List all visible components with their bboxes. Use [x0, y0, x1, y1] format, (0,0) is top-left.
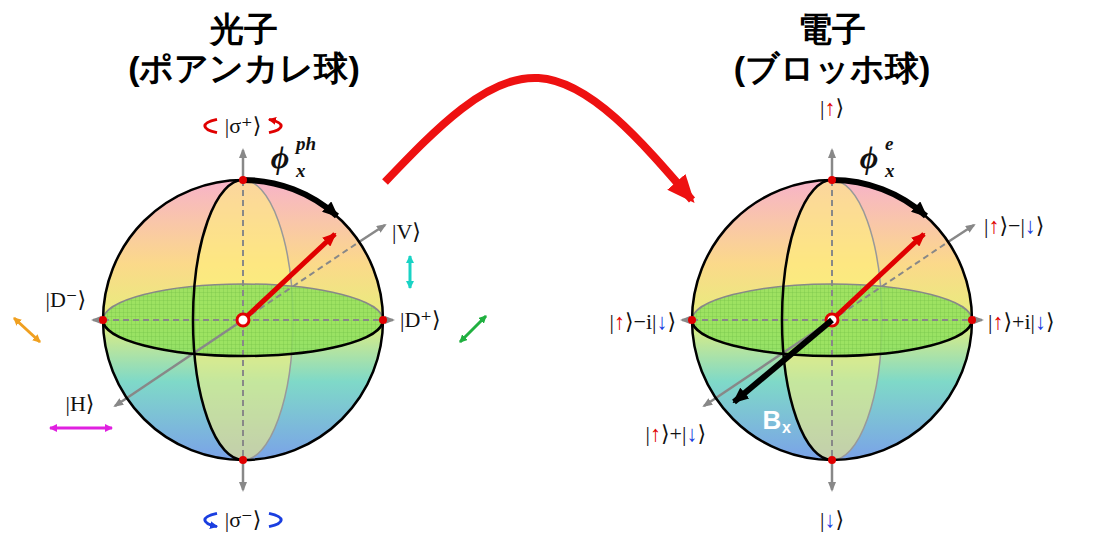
- magnetic-field-arrow: [734, 320, 832, 402]
- field-label: B: [763, 406, 782, 435]
- text-run: |: [820, 507, 824, 532]
- text-run: ⟩−|: [999, 213, 1024, 238]
- text-run: x: [296, 160, 306, 181]
- text-run: x: [885, 160, 895, 181]
- spin-arrow: ↑: [650, 421, 661, 446]
- text-run: ϕ: [271, 139, 290, 175]
- sphere-title: 光子 (ポアンカレ球): [128, 10, 360, 88]
- text-run: |V⟩: [392, 219, 421, 244]
- spin-arrow: ↓: [1035, 309, 1046, 334]
- text-run: ⟩: [1036, 213, 1045, 238]
- text-run: ⟩−i|: [625, 309, 657, 334]
- state-label: |↓⟩: [820, 508, 844, 532]
- text-run: ⟩: [1046, 309, 1055, 334]
- linear-polarization-icon: [14, 256, 486, 428]
- transfer-arrow: [385, 78, 692, 200]
- spin-arrow: ↓: [824, 507, 835, 532]
- spin-arrow: ↓: [686, 421, 697, 446]
- text-run: |D⁺⟩: [400, 307, 441, 332]
- angle-superscript: ph: [296, 134, 316, 155]
- text-run: B: [763, 405, 782, 435]
- sphere-part: [734, 320, 832, 402]
- spin-arrow: ↑: [992, 309, 1003, 334]
- angle-subscript: x: [296, 161, 306, 182]
- circular-polarization-icon: [205, 119, 281, 526]
- state-label: |σ⁻⟩: [225, 508, 261, 532]
- angle-superscript: e: [885, 134, 893, 155]
- text-run: |σ⁺⟩: [225, 113, 261, 138]
- state-label: |↑⟩−i|↓⟩: [609, 310, 676, 334]
- text-run: x: [782, 419, 791, 436]
- text-run: |: [984, 213, 988, 238]
- text-run: ⟩: [697, 421, 706, 446]
- sphere-part: [205, 513, 217, 526]
- sphere-part: [205, 119, 217, 132]
- field-subscript: x: [782, 419, 791, 437]
- sphere-part: [460, 316, 486, 342]
- text-run: |: [820, 95, 824, 120]
- text-run: |: [646, 421, 650, 446]
- text-run: |D⁻⟩: [46, 287, 87, 312]
- text-run: e: [885, 133, 893, 154]
- angle-symbol: ϕ: [860, 140, 879, 175]
- spin-arrow: ↑: [988, 213, 999, 238]
- angle-symbol: ϕ: [271, 140, 290, 175]
- state-label: |↑⟩+i|↓⟩: [988, 310, 1055, 334]
- text-run: |: [988, 309, 992, 334]
- text-run: ⟩+|: [661, 421, 686, 446]
- sphere-node: 光子 (ポアンカレ球): [103, 10, 385, 462]
- bloch-sphere: [682, 150, 982, 490]
- spin-arrow: ↑: [824, 95, 835, 120]
- sphere-part: [50, 427, 112, 430]
- text-run: ⟩: [835, 507, 844, 532]
- sphere-part: [14, 318, 40, 342]
- sphere-title: 電子 (ブロッホ球): [734, 10, 931, 88]
- spin-arrow: ↑: [614, 309, 625, 334]
- text-run: ϕ: [860, 139, 879, 175]
- text-run: |H⟩: [66, 391, 95, 416]
- state-label: |↑⟩+|↓⟩: [646, 422, 706, 446]
- spin-arrow: ↓: [656, 309, 667, 334]
- sphere-part: [269, 513, 281, 526]
- text-run: ⟩+i|: [1003, 309, 1035, 334]
- state-label: |σ⁺⟩: [225, 114, 261, 138]
- text-run: |σ⁻⟩: [225, 507, 261, 532]
- state-label: |D⁻⟩: [46, 288, 87, 312]
- poincare-sphere: [93, 150, 393, 490]
- state-label: |↑⟩−|↓⟩: [984, 214, 1044, 238]
- state-label: |↑⟩: [820, 96, 844, 120]
- spin-arrow: ↓: [1025, 213, 1036, 238]
- text-run: ph: [296, 133, 316, 154]
- text-run: ⟩: [667, 309, 676, 334]
- sphere-node: 電子 (ブロッホ球): [692, 10, 972, 462]
- state-label: |H⟩: [66, 392, 95, 416]
- text-run: ⟩: [835, 95, 844, 120]
- text-run: |: [609, 309, 613, 334]
- sphere-part: [409, 256, 412, 288]
- angle-subscript: x: [885, 161, 895, 182]
- state-label: |V⟩: [392, 220, 421, 244]
- state-label: |D⁺⟩: [400, 308, 441, 332]
- sphere-part: [269, 119, 281, 132]
